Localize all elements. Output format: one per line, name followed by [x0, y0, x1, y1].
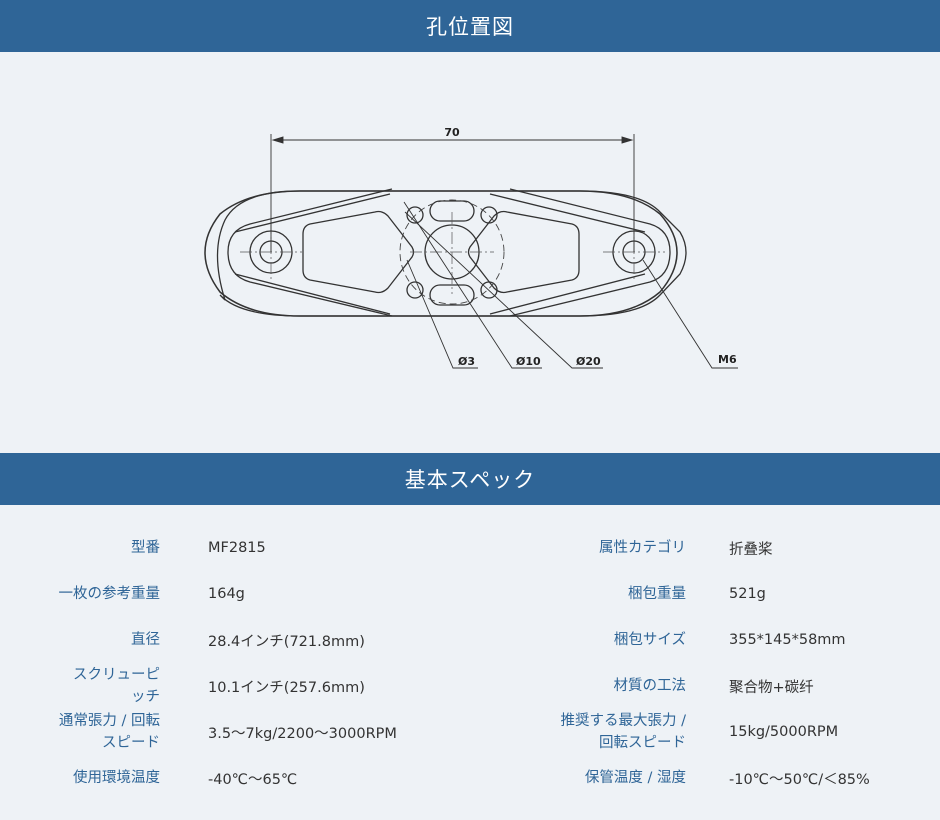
- hole-position-diagram: 70 Ø3 Ø10 Ø20 M6: [0, 52, 940, 453]
- spec-label: 保管温度 / 湿度: [584, 770, 686, 786]
- spec-row: スクリューピッチ 10.1インチ(257.6mm) 材質の工法 聚合物+碳纤: [0, 663, 940, 709]
- spec-label: 材質の工法: [613, 678, 687, 694]
- spec-label: 使用環境温度: [73, 770, 160, 786]
- spec-value: 521g: [729, 586, 766, 602]
- spec-label: 梱包重量: [628, 586, 686, 602]
- spec-row: 一枚の参考重量 164g 梱包重量 521g: [0, 571, 940, 617]
- spec-value: 聚合物+碳纤: [729, 679, 814, 696]
- spec-label: スクリューピッチ: [73, 667, 160, 705]
- spec-value: -10℃～50℃/＜85%: [729, 771, 870, 788]
- section-title: 基本スペック: [404, 468, 536, 492]
- dimension-width-label: 70: [444, 126, 460, 139]
- section-header-hole-position: 孔位置図: [0, 0, 940, 52]
- spec-value: 28.4インチ(721.8mm): [208, 633, 365, 650]
- spec-row: 直径 28.4インチ(721.8mm) 梱包サイズ 355*145*58mm: [0, 617, 940, 663]
- callout-d3: Ø3: [458, 355, 475, 368]
- spec-value: 15kg/5000RPM: [729, 724, 839, 740]
- spec-table: 型番 MF2815 属性カテゴリ 折叠桨 一枚の参考重量 164g 梱包重量 5…: [0, 505, 940, 820]
- spec-row: 使用環境温度 -40℃～65℃ 保管温度 / 湿度 -10℃～50℃/＜85%: [0, 755, 940, 801]
- mount-drawing: 70 Ø3 Ø10 Ø20 M6: [204, 126, 738, 369]
- spec-label: 梱包サイズ: [613, 632, 686, 648]
- section-header-basic-spec: 基本スペック: [0, 453, 940, 505]
- spec-value: MF2815: [208, 540, 266, 556]
- callout-m6: M6: [718, 353, 737, 366]
- spec-label: 通常張力 / 回転スピード: [58, 713, 160, 751]
- spec-value: 10.1インチ(257.6mm): [208, 679, 365, 696]
- spec-value: 355*145*58mm: [729, 632, 846, 648]
- spec-row: 型番 MF2815 属性カテゴリ 折叠桨: [0, 525, 940, 571]
- spec-label: 型番: [131, 540, 160, 556]
- spec-value: -40℃～65℃: [208, 771, 298, 788]
- callout-d20: Ø20: [576, 355, 601, 368]
- section-title: 孔位置図: [426, 15, 514, 39]
- spec-label: 直径: [131, 632, 160, 648]
- callout-d10: Ø10: [516, 355, 541, 368]
- spec-value: 3.5～7kg/2200～3000RPM: [208, 725, 397, 742]
- spec-label: 属性カテゴリ: [599, 540, 686, 556]
- spec-value: 折叠桨: [729, 541, 773, 558]
- spec-value: 164g: [208, 586, 245, 602]
- spec-label: 一枚の参考重量: [58, 586, 161, 602]
- spec-row: 通常張力 / 回転スピード 3.5～7kg/2200～3000RPM 推奨する最…: [0, 709, 940, 755]
- spec-label: 推奨する最大張力 / 回転スピード: [560, 713, 687, 751]
